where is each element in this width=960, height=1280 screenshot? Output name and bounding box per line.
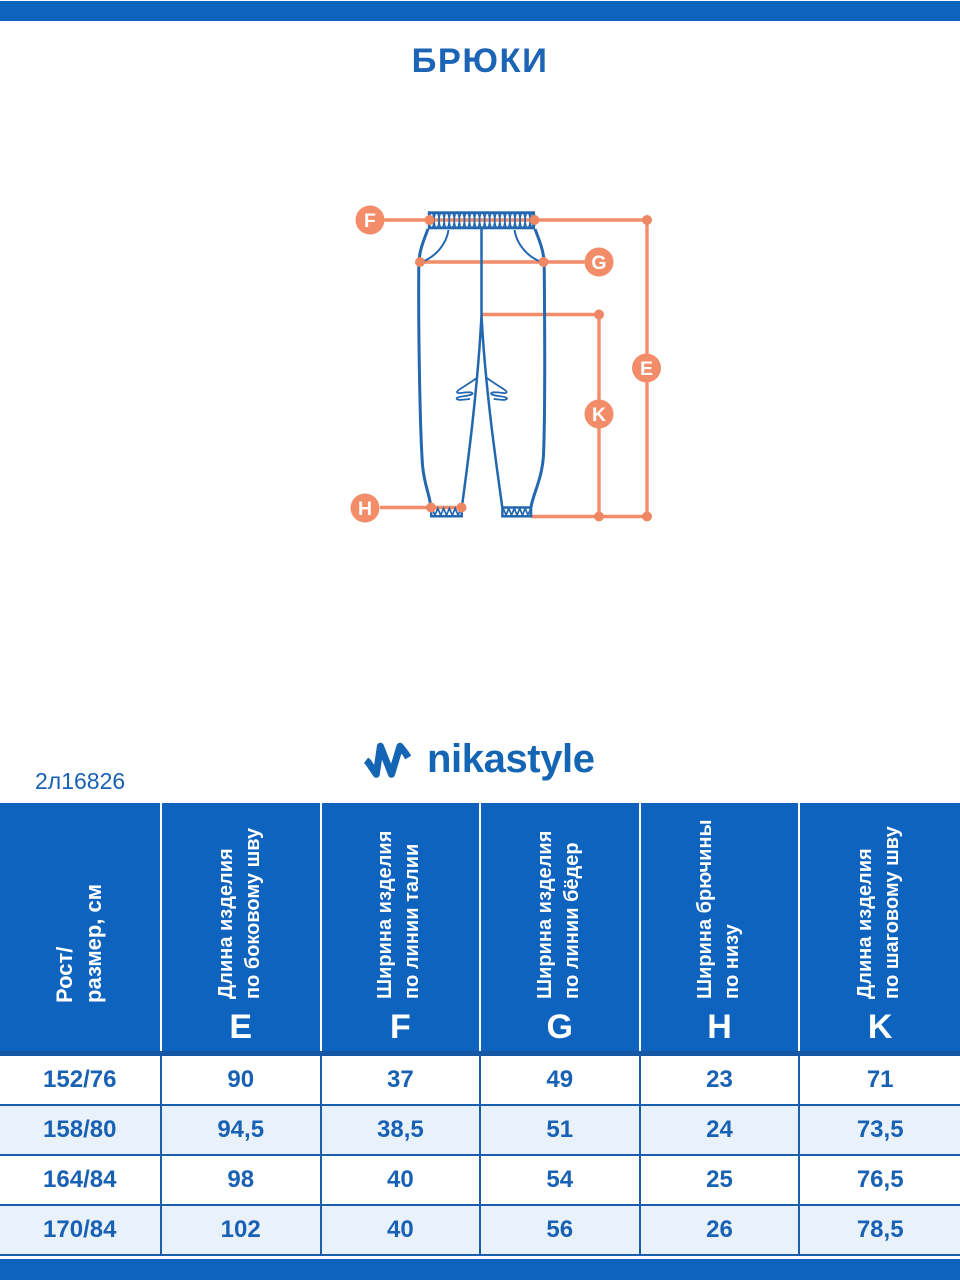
svg-text:F: F <box>364 210 376 232</box>
svg-text:K: K <box>592 404 606 426</box>
svg-text:G: G <box>591 252 606 274</box>
svg-text:E: E <box>640 358 653 380</box>
svg-text:H: H <box>358 498 372 520</box>
